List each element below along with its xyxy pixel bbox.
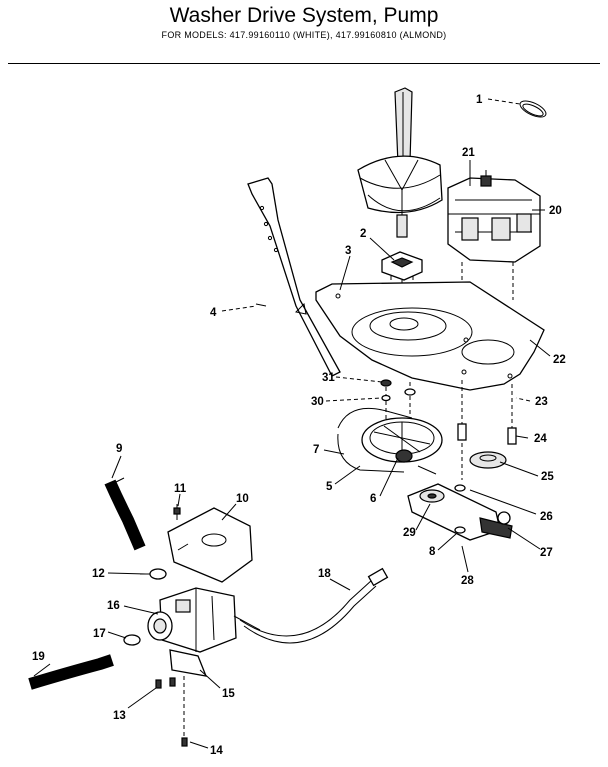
part-transmission [357,155,443,238]
part-drain-hose [104,477,146,551]
callout-13: 13 [113,710,126,722]
callout-23: 23 [535,396,548,408]
callout-22: 22 [553,354,566,366]
callout-7: 7 [313,444,319,456]
part-hose-clamps [123,568,167,646]
diagram-subtitle: FOR MODELS: 417.99160110 (WHITE), 417.99… [161,30,447,40]
callout-21: 21 [462,147,475,159]
callout-20: 20 [549,205,562,217]
callout-10: 10 [236,493,249,505]
part-screw-4 [255,303,267,307]
callout-19: 19 [32,651,45,663]
callout-30: 30 [311,396,324,408]
callout-8: 8 [429,546,436,558]
callout-5: 5 [326,481,333,493]
callout-16: 16 [107,600,120,612]
callout-24: 24 [534,433,547,445]
part-shaft [394,87,413,165]
part-wire-harness [239,567,389,644]
callout-26: 26 [540,511,553,523]
part-mounting-plate [315,281,545,391]
header-rule [8,63,600,64]
part-pulley [361,417,443,475]
part-ring [519,100,547,118]
part-idler-bracket [407,483,513,541]
diagram-title: Washer Drive System, Pump [169,4,439,27]
part-pump-cover [167,507,253,583]
part-screw-11 [173,504,181,520]
part-motor [447,170,541,263]
part-side-bracket [247,177,341,377]
callout-1: 1 [476,94,483,106]
callout-14: 14 [210,745,223,757]
callout-3: 3 [345,245,351,257]
callout-12: 12 [92,568,105,580]
callout-9: 9 [116,443,122,455]
callout-6: 6 [370,493,376,505]
callout-17: 17 [93,628,106,640]
part-spring-mount [454,423,517,492]
part-fill-hose [28,654,114,690]
callout-11: 11 [174,483,187,495]
callout-31: 31 [322,372,335,384]
callout-labels: 1 2 3 4 5 6 7 8 9 10 11 12 13 14 15 16 1… [32,94,566,757]
callout-25: 25 [541,471,554,483]
part-screws-13-14 [155,676,188,747]
part-coupler [381,251,423,281]
callout-27: 27 [540,547,553,559]
callout-15: 15 [222,688,235,700]
callout-29: 29 [403,527,416,539]
callout-4: 4 [210,307,217,319]
callout-18: 18 [318,568,331,580]
part-belt [337,407,413,473]
part-pump-bracket [169,649,208,677]
part-pump [147,587,261,653]
leader-lines [33,98,551,749]
callout-28: 28 [461,575,474,587]
callout-2: 2 [360,228,366,240]
